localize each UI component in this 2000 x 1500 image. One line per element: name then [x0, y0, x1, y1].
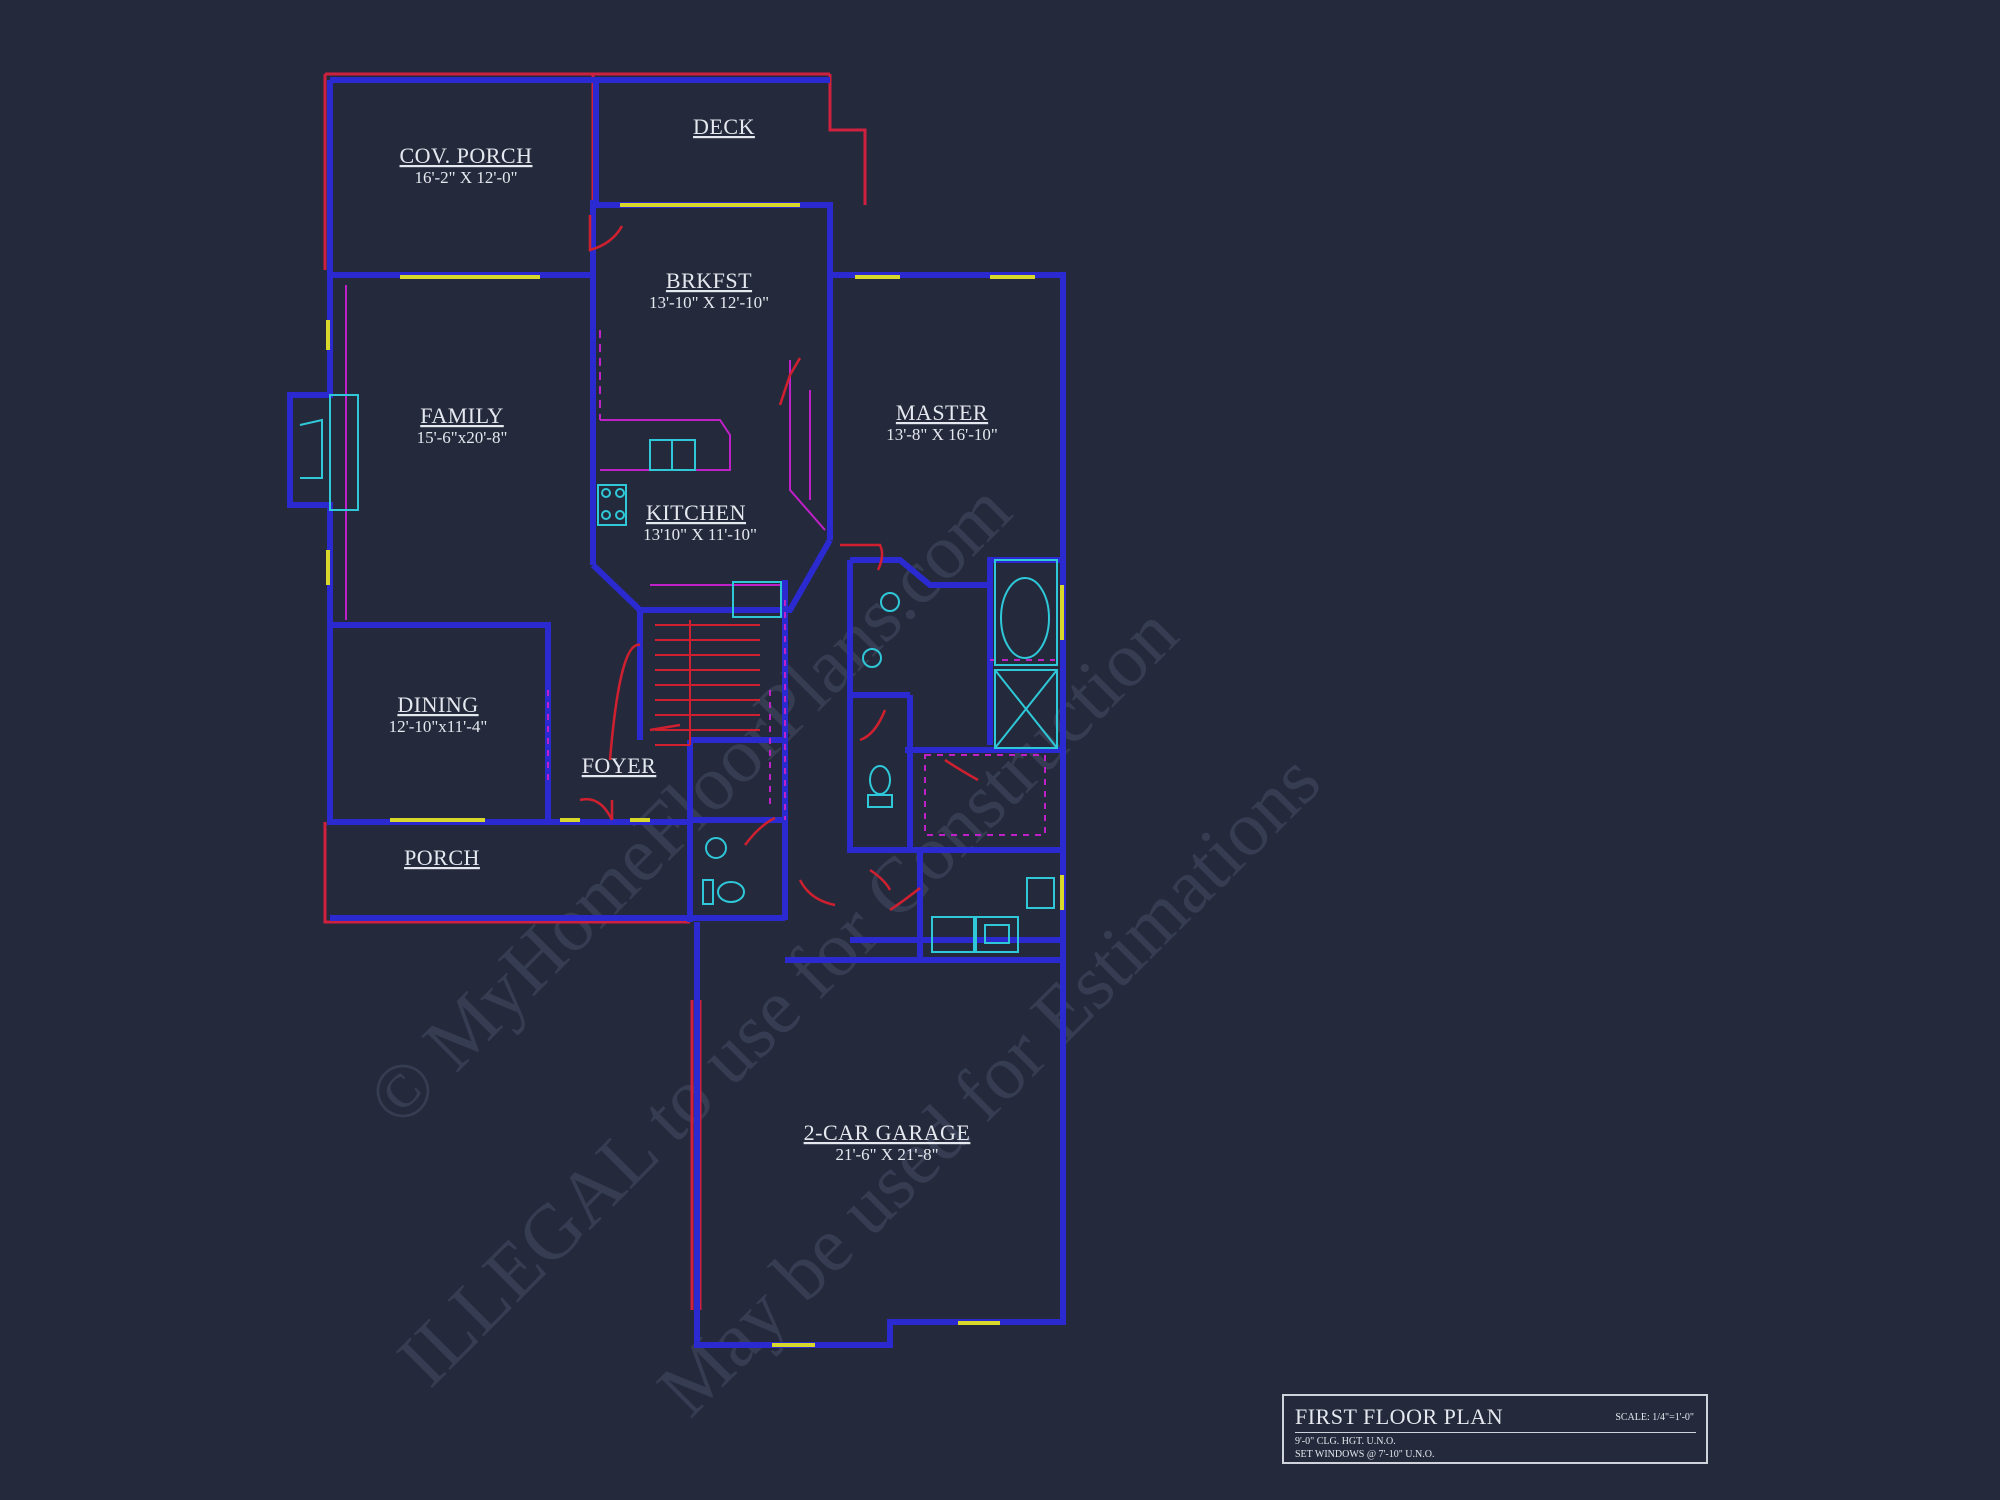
room-name-foyer: FOYER: [582, 753, 657, 778]
powder-sink-icon: [705, 837, 727, 859]
room-dim-kitchen: 13'10" X 11'-10": [643, 525, 757, 544]
powder-toilet-icon: [717, 881, 745, 903]
windows: [326, 203, 1064, 1347]
cooktop-icon: [597, 484, 627, 526]
doors: [579, 215, 979, 912]
room-name-cov-porch: COV. PORCH: [400, 143, 533, 168]
washer-icon: [931, 916, 975, 953]
bath-sink-icon: [880, 592, 900, 612]
room-dim-brkfst: 13'-10" X 12'-10": [649, 293, 769, 312]
room-dim-master: 13'-8" X 16'-10": [886, 425, 998, 444]
window-height-note: SET WINDOWS @ 7'-10" U.N.O.: [1295, 1449, 1435, 1460]
ceiling-height-note: 9'-0" CLG. HGT. U.N.O.: [1295, 1436, 1396, 1447]
watermark: © MyHomeFloorPlans.com ILLEGAL to use fo…: [351, 466, 1337, 1432]
title-block: FIRST FLOOR PLAN SCALE: 1/4"=1'-0" 9'-0"…: [1282, 1394, 1708, 1464]
bath-sink-icon-2: [862, 648, 882, 668]
room-dim-family: 15'-6"x20'-8": [417, 428, 508, 447]
room-name-porch: PORCH: [404, 845, 480, 870]
plan-title: FIRST FLOOR PLAN: [1295, 1404, 1504, 1429]
room-dim-cov-porch: 16'-2" X 12'-0": [414, 168, 517, 187]
room-dim-dining: 12'-10"x11'-4": [389, 717, 488, 736]
room-labels: COV. PORCH 16'-2" X 12'-0" DECK BRKFST 1…: [389, 114, 998, 1164]
bathtub-icon: [1000, 577, 1050, 659]
room-name-master: MASTER: [896, 400, 988, 425]
room-name-kitchen: KITCHEN: [646, 500, 746, 525]
plan-scale: SCALE: 1/4"=1'-0": [1615, 1412, 1694, 1423]
room-name-deck: DECK: [693, 114, 755, 139]
shower-icon: [994, 669, 1058, 749]
dryer-icon: [975, 916, 1019, 953]
fireplace-icon: [329, 394, 359, 511]
laundry-sink-icon: [1026, 877, 1055, 909]
stairs: [655, 620, 760, 746]
room-name-garage: 2-CAR GARAGE: [804, 1120, 971, 1145]
title-divider: [1295, 1432, 1696, 1433]
fixtures: [299, 394, 1058, 953]
room-name-dining: DINING: [397, 692, 478, 717]
room-name-family: FAMILY: [420, 403, 504, 428]
room-name-brkfst: BRKFST: [666, 268, 752, 293]
room-dim-garage: 21'-6" X 21'-8": [835, 1145, 938, 1164]
refrigerator-icon: [732, 581, 782, 618]
toilet-icon: [869, 765, 891, 795]
